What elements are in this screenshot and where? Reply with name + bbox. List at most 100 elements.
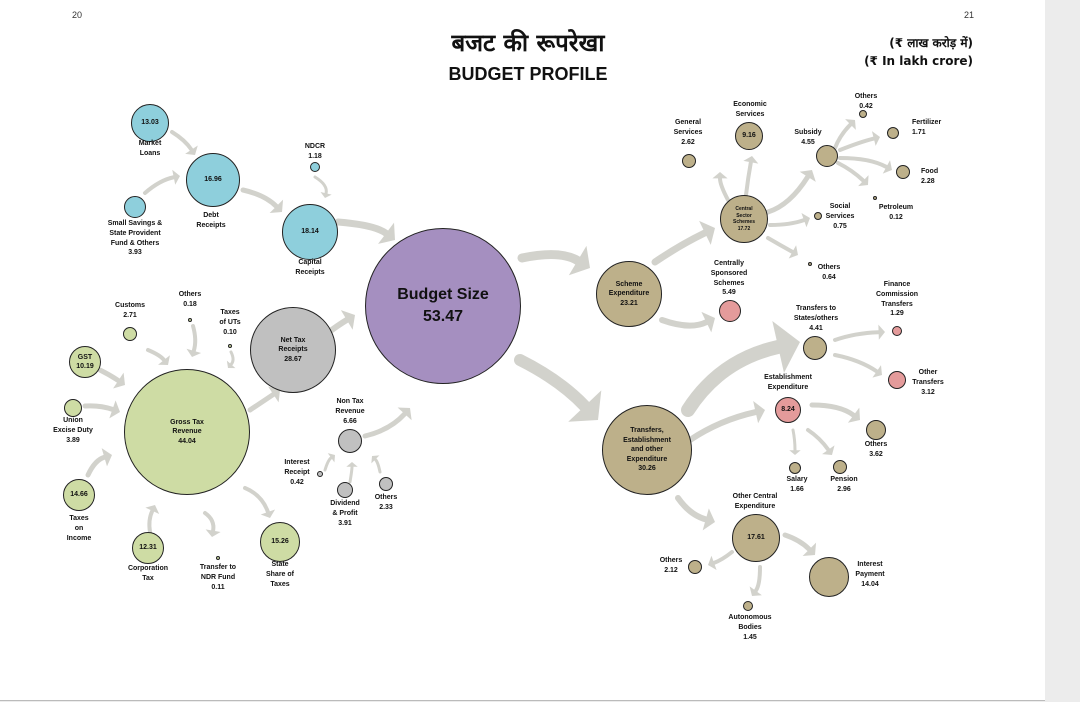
caption-value: 2.12 xyxy=(664,566,678,574)
bubble-caption-subsidy: Subsidy 4.55 xyxy=(748,128,868,148)
caption-value: 0.18 xyxy=(183,300,197,308)
flow-arrow xyxy=(651,229,709,266)
bubble-dividend xyxy=(337,482,353,498)
caption-label: Finance Commission Transfers xyxy=(875,281,918,308)
flow-arrow xyxy=(838,136,876,152)
arrow-head xyxy=(871,131,880,146)
arrow-head xyxy=(205,529,221,537)
flow-arrow xyxy=(838,156,889,169)
bubble-caption-taxes-uts: Taxes of UTs 0.10 xyxy=(170,308,290,337)
bubble-label: Gross Tax Revenue xyxy=(170,418,204,436)
caption-value: 1.29 xyxy=(890,310,904,318)
arrow-head xyxy=(789,450,801,455)
bubble-label: Transfers, Establishment and other Expen… xyxy=(623,427,671,463)
flow-arrow xyxy=(744,160,753,197)
title-hindi: बजट की रूपरेखा xyxy=(451,29,605,57)
budget-profile-page: 20 21 बजट की रूपरेखा BUDGET PROFILE (₹ ल… xyxy=(0,0,1045,701)
caption-value: 3.62 xyxy=(869,450,883,458)
caption-label: Interest Payment xyxy=(855,561,885,578)
arrow-head xyxy=(320,192,332,198)
arrow-head xyxy=(878,324,885,340)
arrow-head xyxy=(799,170,816,182)
flow-arrow xyxy=(718,176,730,202)
flow-arrow xyxy=(243,486,270,514)
bubble-caption-interest-payment: Interest Payment 14.04 xyxy=(810,560,930,589)
caption-value: 14.04 xyxy=(861,580,879,588)
flow-arrow xyxy=(191,324,198,353)
bubble-others-ntr xyxy=(379,477,393,491)
bubble-interest-payment xyxy=(809,557,849,597)
caption-label: NDCR xyxy=(304,143,326,150)
bubble-capital-receipts: 18.14 xyxy=(282,204,338,260)
flow-arrow xyxy=(147,508,155,534)
caption-label: Customs xyxy=(115,302,145,309)
caption-value: 2.62 xyxy=(681,138,695,146)
caption-label: Pension xyxy=(830,476,858,483)
page-number-left: 20 xyxy=(72,10,83,20)
bubble-net-tax: Net Tax Receipts 28.67 xyxy=(250,307,336,393)
arrow-head xyxy=(109,400,120,419)
bubble-food xyxy=(896,165,910,179)
caption-label: Transfers to States/others xyxy=(793,305,839,322)
caption-label: Dividend & Profit xyxy=(330,500,360,517)
bubble-value: 53.47 xyxy=(422,308,464,325)
flow-arrow xyxy=(765,174,811,215)
flow-arrow xyxy=(753,565,762,593)
caption-value: 3.93 xyxy=(128,249,142,257)
bubble-establishment: 8.24 xyxy=(775,397,801,423)
bubble-caption-petroleum: Petroleum 0.12 xyxy=(836,203,956,223)
flow-arrow xyxy=(85,454,107,478)
flow-arrow xyxy=(791,428,797,452)
bubble-value: 17.61 xyxy=(747,534,765,542)
flow-arrow xyxy=(229,350,235,366)
flow-arrow xyxy=(782,532,812,552)
bubble-taxes-uts xyxy=(228,344,232,348)
caption-label: Social Services xyxy=(825,203,855,220)
flow-arrow xyxy=(240,187,279,209)
caption-value: 2.28 xyxy=(921,177,935,185)
caption-label: Transfer to NDR Fund xyxy=(199,564,237,581)
arrow-head xyxy=(371,455,380,464)
flow-arrow xyxy=(833,122,853,150)
arrow-head xyxy=(712,172,728,179)
flow-arrow xyxy=(373,457,382,474)
flow-arrow xyxy=(712,550,734,565)
bubble-caption-finance-commission: Finance Commission Transfers 1.29 xyxy=(837,280,957,319)
caption-value: 5.49 xyxy=(722,289,736,297)
bubble-economic-services: 9.16 xyxy=(735,122,763,150)
flow-arrows xyxy=(82,119,892,596)
flow-arrow xyxy=(768,218,806,227)
bubble-general-services xyxy=(682,154,696,168)
bubble-small-savings xyxy=(124,196,146,218)
bubble-others-oce xyxy=(688,560,702,574)
bubble-caption-capital-receipts: Capital Receipts xyxy=(250,258,370,278)
arrow-head xyxy=(113,372,125,389)
bubble-caption-small-savings: Small Savings & State Provident Fund & O… xyxy=(75,219,195,258)
caption-label: Autonomous Bodies xyxy=(728,614,772,631)
bubble-caption-corp-tax: Corporation Tax xyxy=(88,564,208,584)
flow-arrow xyxy=(348,465,354,484)
flow-arrow xyxy=(675,495,709,523)
arrow-head xyxy=(340,310,355,330)
flow-arrow xyxy=(170,130,194,152)
caption-value: 0.42 xyxy=(290,478,304,486)
flow-arrow xyxy=(143,175,176,195)
bubble-caption-other-transfers: Other Transfers 3.12 xyxy=(868,368,988,397)
bubble-state-share: 15.26 xyxy=(260,522,300,562)
caption-label: Small Savings & State Provident Fund & O… xyxy=(107,220,163,247)
bubble-interest-receipt xyxy=(317,471,323,477)
caption-label: Interest Receipt xyxy=(284,459,310,476)
flow-arrow xyxy=(334,218,390,237)
bubble-ndcr xyxy=(310,162,320,172)
bubble-caption-transfers-states: Transfers to States/others 4.41 xyxy=(756,304,876,333)
bubble-petroleum xyxy=(873,196,877,200)
flow-arrow xyxy=(659,317,710,329)
bubble-caption-interest-receipt: Interest Receipt 0.42 xyxy=(237,458,357,487)
arrow-head xyxy=(708,555,717,571)
bubble-others-est xyxy=(866,420,886,440)
bubble-caption-fertilizer: Fertilizer 1.71 xyxy=(912,118,941,138)
flow-arrow xyxy=(833,330,881,342)
arrow-head xyxy=(701,311,715,333)
arrow-head xyxy=(882,160,892,174)
arrow-head xyxy=(749,586,762,596)
